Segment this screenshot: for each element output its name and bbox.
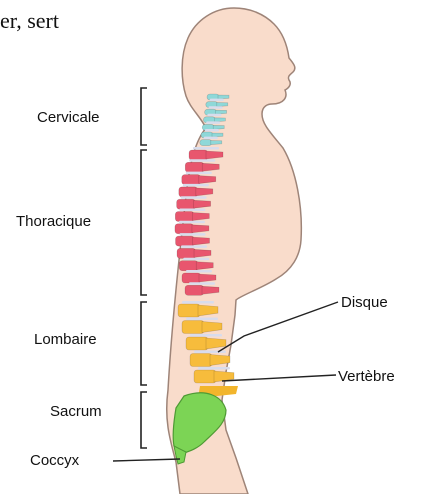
intervertebral-disc (181, 245, 207, 248)
label-thoracique: Thoracique (16, 213, 91, 230)
vertebra-process-cervical (214, 118, 225, 122)
vertebra-body-thoracic (179, 187, 198, 197)
intervertebral-disc (210, 99, 224, 102)
intervertebral-disc (193, 147, 219, 150)
vertebra-process-cervical (213, 125, 224, 129)
vertebra-body-thoracic (175, 224, 194, 234)
bracket-sacrum (141, 392, 147, 448)
intervertebral-disc (189, 282, 215, 285)
bracket-lombaire (141, 302, 147, 385)
vertebra-process-cervical (211, 141, 222, 145)
vertebra-body-thoracic (189, 150, 208, 160)
intervertebral-disc (180, 233, 206, 236)
label-lombaire: Lombaire (34, 331, 97, 348)
leader-vertebre (222, 375, 336, 381)
vertebra-process-cervical (217, 103, 228, 107)
vertebra-body-lumbar (190, 354, 212, 367)
label-coccyx: Coccyx (30, 452, 80, 469)
vertebra-body-thoracic (179, 261, 198, 271)
intervertebral-disc (207, 114, 221, 117)
intervertebral-disc (209, 106, 223, 109)
region-brackets (141, 88, 147, 448)
intervertebral-disc (190, 334, 222, 337)
vertebra-body-thoracic (177, 248, 196, 258)
vertebra-body-cervical (200, 140, 212, 146)
intervertebral-disc (206, 121, 220, 124)
intervertebral-disc (189, 159, 215, 162)
label-cervicale: Cervicale (37, 109, 100, 126)
vertebra-body-thoracic (185, 162, 204, 172)
label-disque: Disque (341, 294, 388, 311)
header-text-fragment: er, sert (0, 8, 59, 33)
bracket-cervicale (141, 88, 147, 145)
vertebra-body-lumbar (186, 337, 208, 350)
label-sacrum: Sacrum (50, 403, 102, 420)
bracket-thoracique (141, 150, 147, 295)
vertebra-body-thoracic (176, 236, 195, 246)
intervertebral-disc (198, 367, 230, 370)
vertebra-body-lumbar (182, 321, 204, 334)
intervertebral-disc (181, 196, 207, 199)
intervertebral-disc (179, 221, 205, 224)
intervertebral-disc (205, 129, 219, 132)
intervertebral-disc (186, 318, 218, 321)
vertebra-body-thoracic (182, 273, 201, 283)
leader-coccyx (113, 459, 180, 461)
vertebra-body-lumbar (178, 304, 200, 317)
label-vertebre: Vertèbre (338, 368, 395, 385)
intervertebral-disc (194, 351, 226, 354)
vertebra-process-cervical (212, 133, 223, 137)
intervertebral-disc (182, 301, 214, 304)
intervertebral-disc (204, 137, 218, 140)
vertebra-body-thoracic (175, 212, 194, 222)
intervertebral-disc (186, 172, 212, 175)
intervertebral-disc (186, 270, 212, 273)
vertebra-body-thoracic (185, 285, 204, 295)
vertebra-body-lumbar (194, 370, 216, 383)
intervertebral-disc (183, 258, 209, 261)
vertebra-process-cervical (218, 95, 229, 99)
vertebra-body-thoracic (182, 175, 201, 185)
vertebra-body-thoracic (177, 199, 196, 209)
intervertebral-disc (183, 184, 209, 187)
vertebra-process-cervical (216, 110, 227, 114)
intervertebral-disc (179, 209, 205, 212)
